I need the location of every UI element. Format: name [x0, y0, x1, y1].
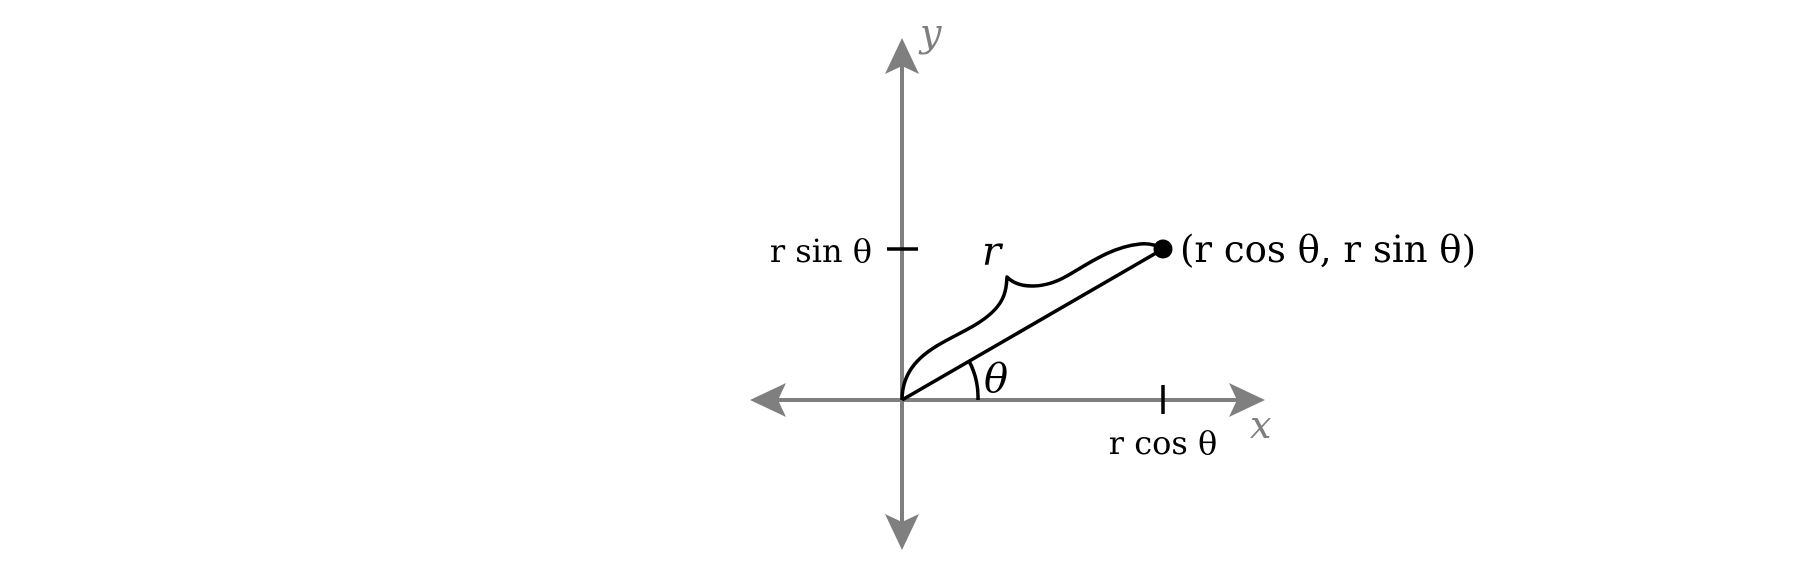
- radius-label: r: [982, 229, 1004, 275]
- filled-circle-icon: [1153, 239, 1173, 259]
- y-axis-top-arrowhead-icon: [885, 38, 919, 74]
- y-axis-label: y: [918, 11, 942, 55]
- radius-brace: [900, 242, 1164, 401]
- x-axis-label: x: [1250, 403, 1271, 447]
- x-axis-right-arrowhead-icon: [1229, 383, 1265, 417]
- angle-arc: [967, 360, 980, 401]
- y-axis: [885, 38, 919, 550]
- x-axis-left-arrowhead-icon: [750, 383, 786, 417]
- radius-line: [901, 247, 1164, 402]
- x-tick-label: r cos θ: [1109, 424, 1218, 462]
- x-axis: [750, 383, 1265, 417]
- point-label: (r cos θ, r sin θ): [1180, 228, 1476, 271]
- angle-label: θ: [984, 356, 1008, 402]
- y-axis-bottom-arrowhead-icon: [885, 514, 919, 550]
- y-tick-label: r sin θ: [770, 232, 872, 270]
